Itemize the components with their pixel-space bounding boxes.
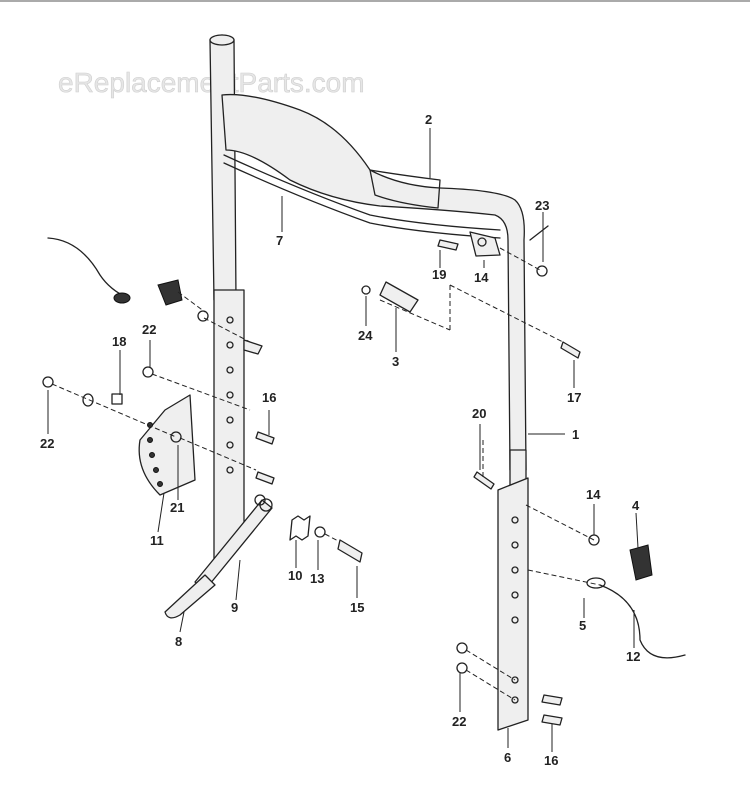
callout-19: 19	[432, 267, 446, 282]
callout-18: 18	[112, 334, 126, 349]
callout-23: 23	[535, 198, 549, 213]
right-side-plate	[497, 477, 529, 731]
callout-6: 6	[504, 750, 511, 765]
callout-8: 8	[175, 634, 182, 649]
callout-10: 10	[288, 568, 302, 583]
callout-20: 20	[472, 406, 486, 421]
callout-17: 17	[567, 390, 581, 405]
callout-12: 12	[626, 649, 640, 664]
callout-16-left: 16	[262, 390, 276, 405]
callout-24: 24	[358, 328, 373, 343]
callout-7: 7	[276, 233, 283, 248]
callout-2: 2	[425, 112, 432, 127]
callout-1: 1	[572, 427, 579, 442]
callout-22-right: 22	[452, 714, 466, 729]
callout-21: 21	[170, 500, 184, 515]
callout-22-left: 22	[40, 436, 54, 451]
leader-lines	[47, 128, 639, 752]
adjuster-plate	[138, 394, 196, 496]
callout-9: 9	[231, 600, 238, 615]
callout-16-right: 16	[544, 753, 558, 768]
callout-13: 13	[310, 571, 324, 586]
callout-22-upper: 22	[142, 322, 156, 337]
callout-14-upper: 14	[474, 270, 489, 285]
callout-15: 15	[350, 600, 364, 615]
fastener-shapes	[42, 225, 686, 726]
callout-11: 11	[150, 533, 164, 548]
callout-14-lower: 14	[586, 487, 601, 502]
callout-5: 5	[579, 618, 586, 633]
handle-frame	[209, 34, 527, 471]
callout-labels: 1 2 3 4 5 6 7 8 9 10 11 12 13 14 14 15 1…	[40, 112, 640, 768]
callout-4: 4	[632, 498, 640, 513]
callout-3: 3	[392, 354, 399, 369]
assembly-lines	[51, 247, 601, 701]
control-lever	[164, 498, 273, 619]
